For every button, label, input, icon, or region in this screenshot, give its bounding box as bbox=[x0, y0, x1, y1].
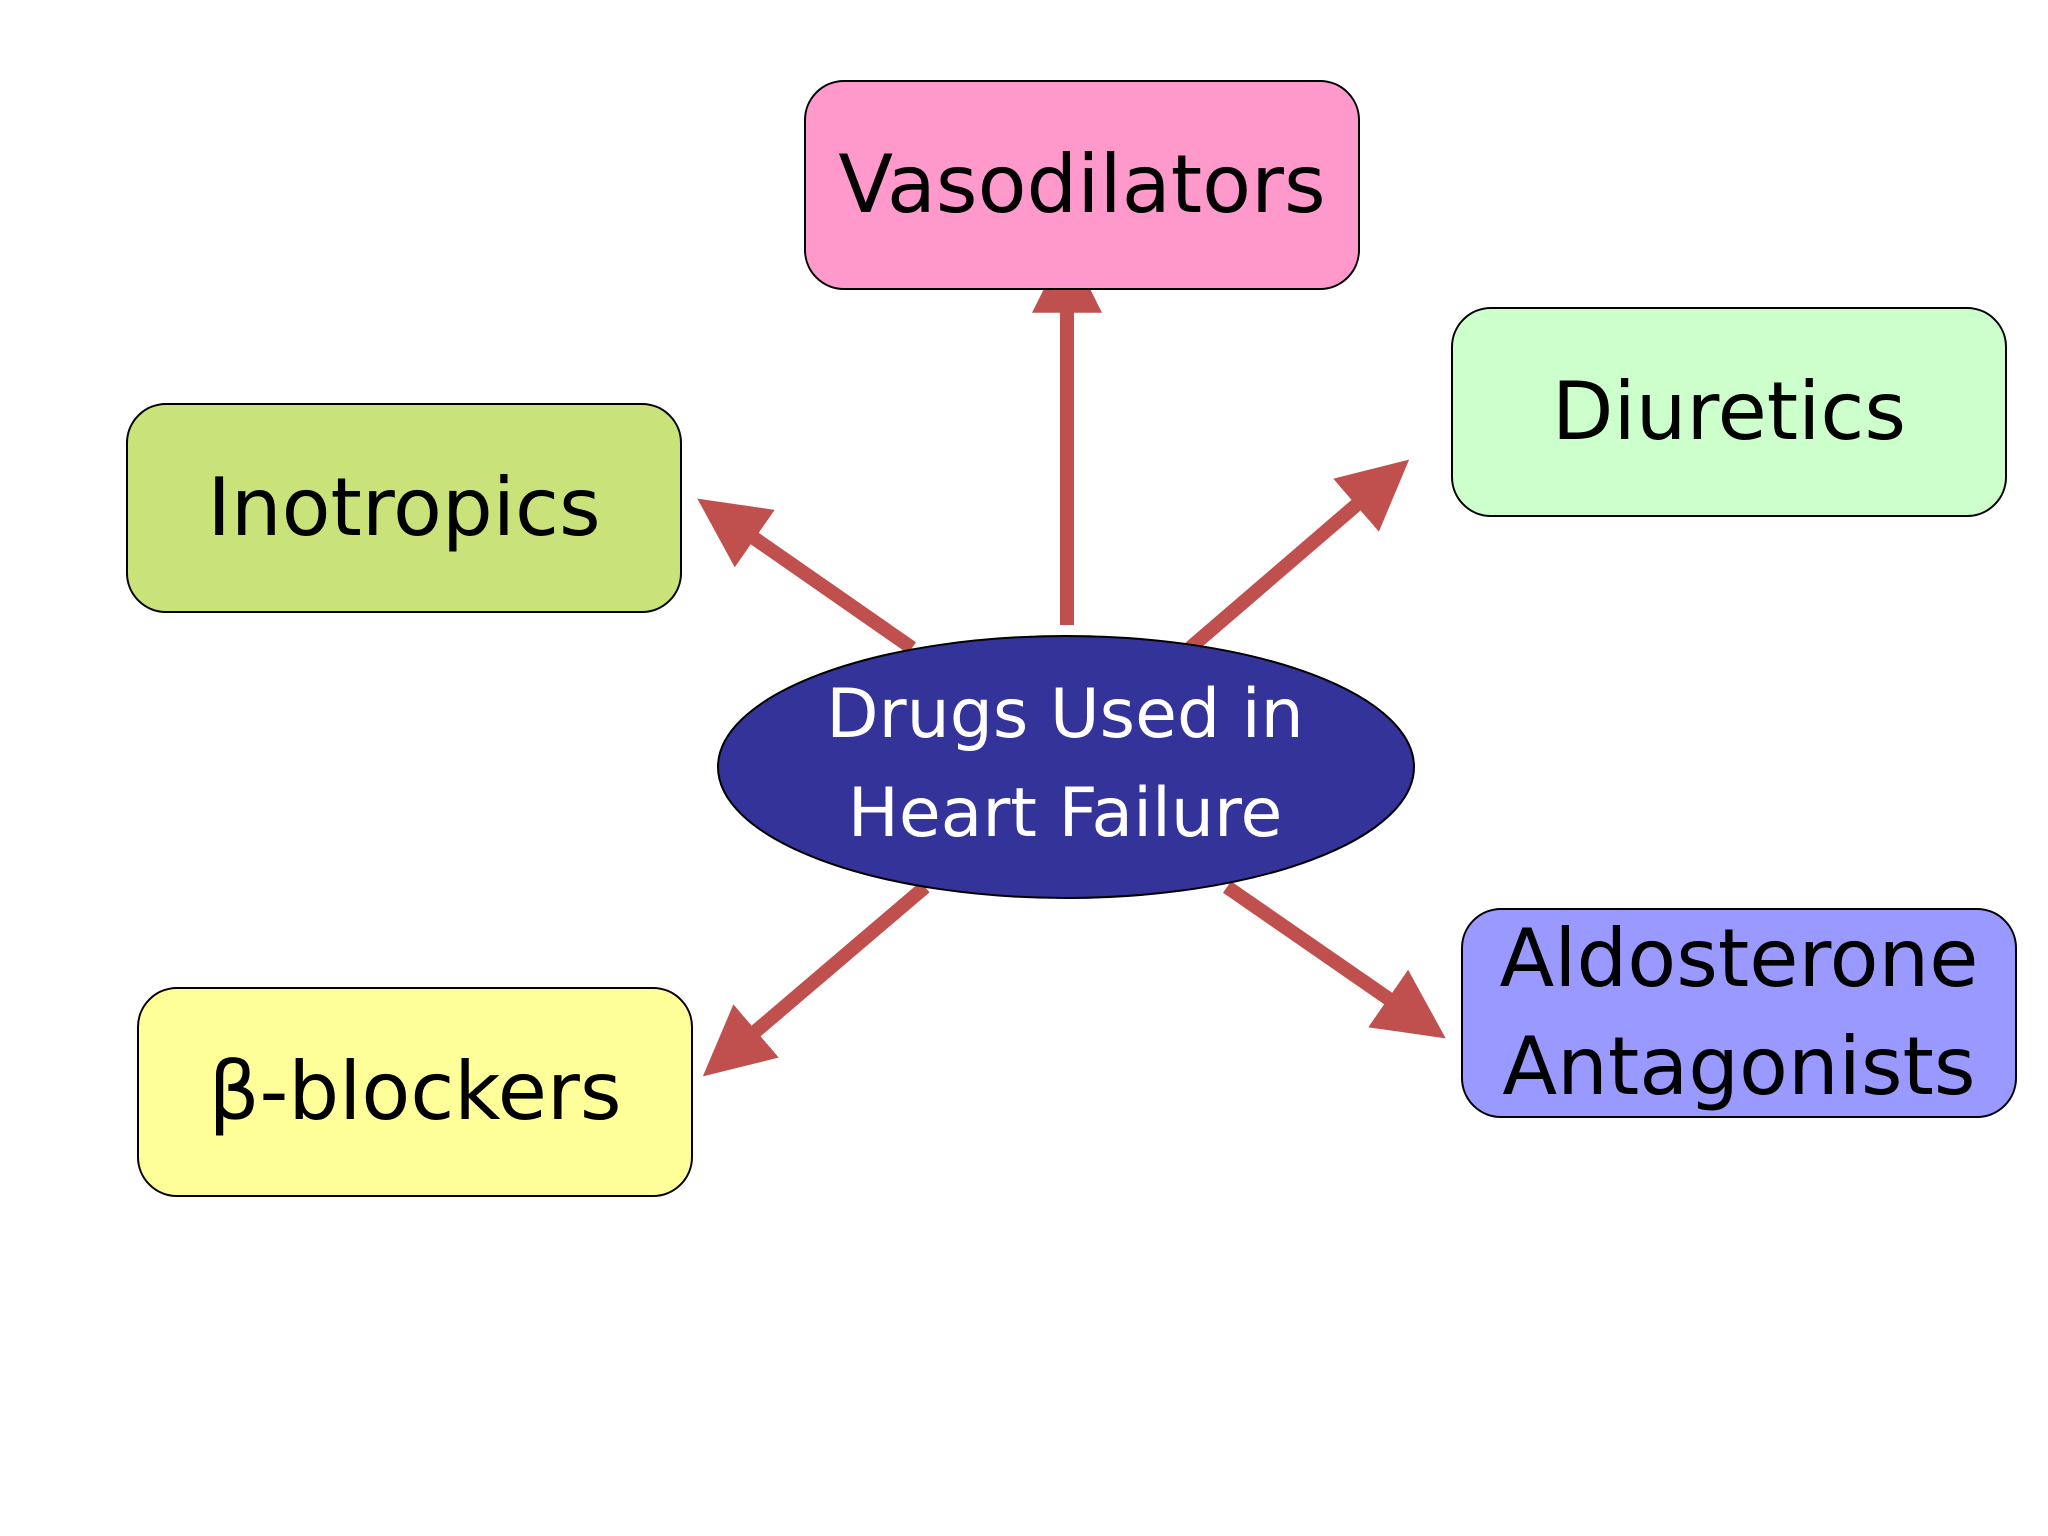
center-ellipse bbox=[717, 635, 1415, 899]
inotropics-box: Inotropics bbox=[126, 403, 682, 613]
diuretics-box: Diuretics bbox=[1451, 307, 2007, 517]
arrow-to-diuretics bbox=[1185, 459, 1410, 654]
vasodilators-label: Vasodilators bbox=[838, 138, 1326, 231]
center-label-line2: Heart Failure bbox=[847, 774, 1283, 853]
diuretics-label: Diuretics bbox=[1551, 365, 1907, 458]
arrow-to-inotropics bbox=[697, 498, 916, 654]
vasodilators-box: Vasodilators bbox=[804, 80, 1360, 290]
aldosterone-label-line1: Aldosterone bbox=[1499, 912, 1979, 1005]
center-label: Drugs Used in Heart Failure bbox=[720, 640, 1410, 890]
center-label-line1: Drugs Used in bbox=[826, 675, 1304, 755]
aldosterone-antagonists-label: Aldosterone Antagonists bbox=[1500, 905, 1979, 1121]
inotropics-label: Inotropics bbox=[207, 461, 601, 554]
arrow-to-beta-blockers bbox=[702, 881, 930, 1077]
arrow-to-aldosterone-antagonists bbox=[1223, 881, 1446, 1039]
beta-blockers-label: β-blockers bbox=[208, 1045, 622, 1138]
aldosterone-antagonists-box: Aldosterone Antagonists bbox=[1461, 908, 2017, 1118]
aldosterone-label-line2: Antagonists bbox=[1502, 1020, 1976, 1113]
beta-blockers-box: β-blockers bbox=[137, 987, 693, 1197]
